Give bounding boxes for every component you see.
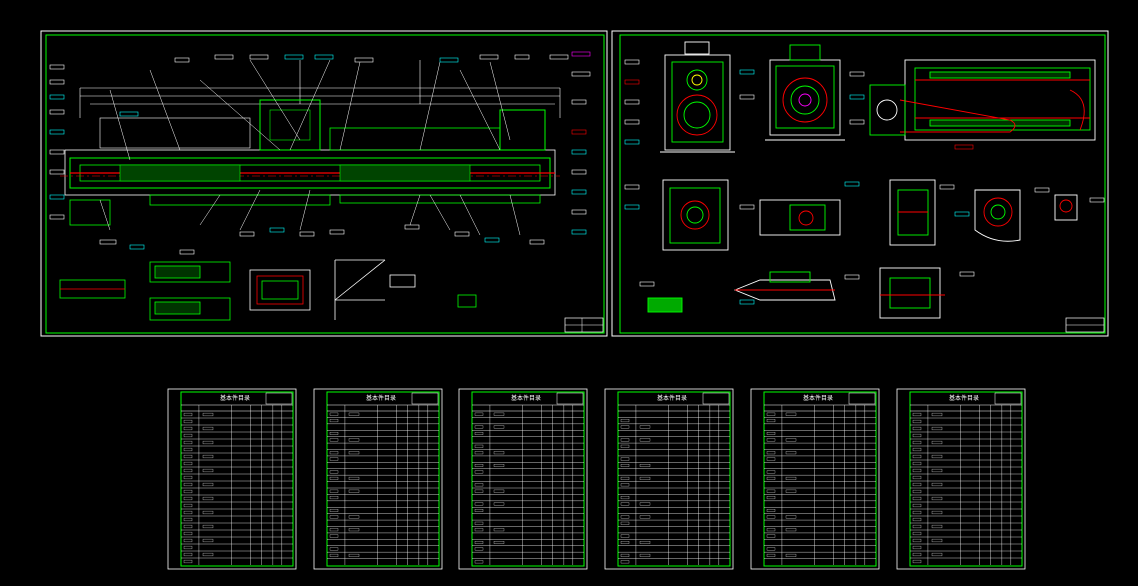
- parts-list-sheet[interactable]: 基本件目录: [313, 388, 443, 570]
- assembly-section-views: [59, 259, 477, 321]
- parts-list-rows: [618, 405, 730, 565]
- sheet-title: 基本件目录: [220, 394, 250, 402]
- parts-list-sheet[interactable]: 基本件目录: [750, 388, 880, 570]
- detail-middle-row: [662, 179, 1078, 251]
- sheet-title: 基本件目录: [511, 394, 541, 402]
- tube-assembly-view: [869, 59, 1096, 141]
- parts-list-rows: [910, 405, 1022, 565]
- parts-list-sheet[interactable]: 基本件目录: [167, 388, 297, 570]
- gearbox-front-view: [660, 41, 735, 153]
- gearbox-side-view: [765, 44, 845, 141]
- detail-bottom-row: [647, 267, 945, 319]
- parts-list-rows: [764, 405, 876, 565]
- detail-drawing[interactable]: [611, 30, 1109, 337]
- assembly-callouts: [49, 51, 591, 255]
- sheet-title: 基本件目录: [657, 394, 687, 402]
- detail-callouts: [624, 59, 1105, 305]
- assembly-drawing[interactable]: [40, 30, 608, 337]
- parts-list-sheet[interactable]: 基本件目录: [458, 388, 588, 570]
- parts-list-sheet[interactable]: 基本件目录: [604, 388, 734, 570]
- sheet-title: 基本件目录: [949, 394, 979, 402]
- assembly-leaders: [99, 59, 521, 236]
- shaft-body: [60, 99, 560, 226]
- parts-list-sheets[interactable]: 基本件目录 基本件目录 基本件目录 基本件目录 基本件目录 基本件目录: [167, 388, 1026, 570]
- sheet-title: 基本件目录: [803, 394, 833, 402]
- parts-list-rows: [181, 405, 293, 565]
- parts-list-rows: [327, 405, 439, 565]
- parts-list-sheet[interactable]: 基本件目录: [896, 388, 1026, 570]
- sheet-title: 基本件目录: [366, 394, 396, 402]
- parts-list-rows: [472, 405, 584, 565]
